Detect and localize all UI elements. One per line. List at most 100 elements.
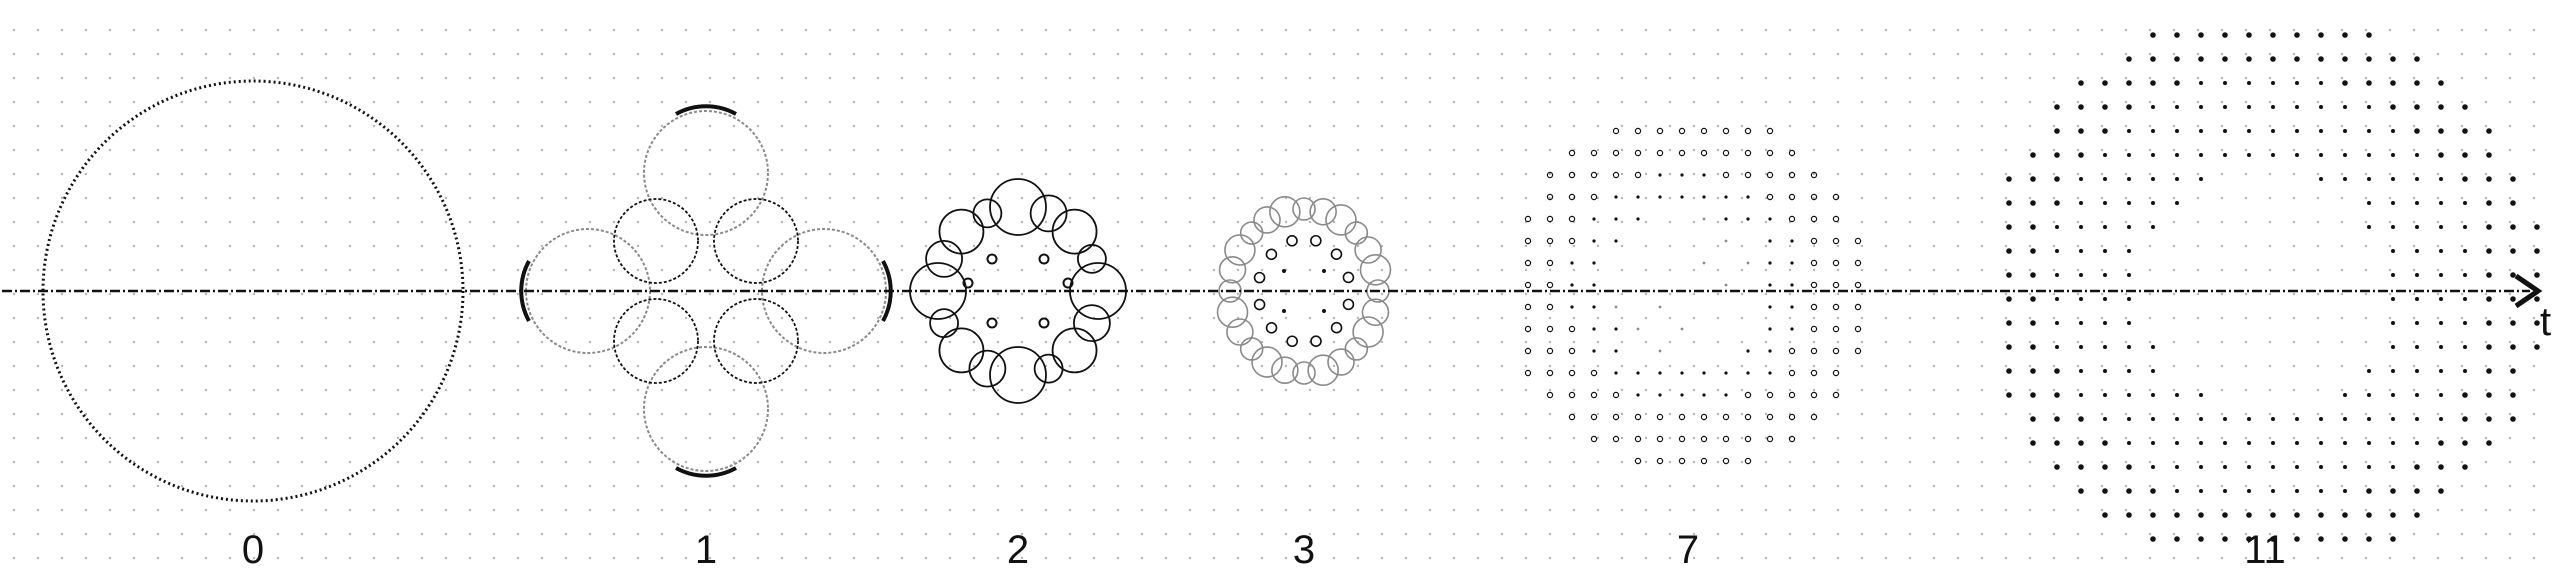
lattice-dot (2391, 273, 2395, 277)
grid-dot (2196, 460, 2200, 464)
grid-dot (1596, 52, 1600, 56)
lattice-circle (1524, 215, 1532, 223)
lattice-dot (2078, 416, 2084, 422)
grid-dot (1884, 436, 1888, 440)
grid-dot (1356, 148, 1360, 152)
lattice-dot (1614, 349, 1618, 353)
grid-dot (1524, 532, 1528, 536)
grid-dot (852, 292, 856, 296)
arc-accent (675, 104, 737, 116)
grid-dot (732, 268, 736, 272)
lattice-circle (1832, 237, 1840, 245)
grid-dot (2388, 28, 2392, 32)
grid-dot (1332, 484, 1336, 488)
lattice-circle (1568, 171, 1576, 179)
grid-dot (2436, 316, 2440, 320)
grid-dot (2388, 508, 2392, 512)
grid-dot (2172, 316, 2176, 320)
grid-dot (1596, 412, 1600, 416)
grid-dot (1476, 172, 1480, 176)
grid-dot (204, 76, 208, 80)
grid-dot (1044, 484, 1048, 488)
grid-dot (492, 412, 496, 416)
grid-dot (1908, 340, 1912, 344)
grid-dot (2028, 76, 2032, 80)
grid-dot (468, 484, 472, 488)
grid-dot (1668, 196, 1672, 200)
grid-dot (636, 388, 640, 392)
grid-dot (2412, 100, 2416, 104)
grid-dot (444, 340, 448, 344)
grid-dot (1548, 508, 1552, 512)
grid-dot (2508, 76, 2512, 80)
lattice-dot (2439, 369, 2443, 373)
grid-dot (2148, 508, 2152, 512)
grid-dot (540, 388, 544, 392)
grid-dot (1860, 556, 1864, 560)
grid-dot (1500, 196, 1504, 200)
grid-dot (684, 124, 688, 128)
grid-dot (1164, 436, 1168, 440)
lattice-circle (1700, 435, 1708, 443)
grid-dot (1668, 388, 1672, 392)
lattice-circle (1788, 171, 1796, 179)
grid-dot (948, 388, 952, 392)
small-blob (1038, 253, 1050, 265)
grid-dot (1548, 124, 1552, 128)
grid-dot (1788, 532, 1792, 536)
grid-dot (1812, 292, 1816, 296)
grid-dot (372, 196, 376, 200)
grid-dot (2484, 484, 2488, 488)
grid-dot (588, 292, 592, 296)
grid-dot (492, 484, 496, 488)
grid-dot (2364, 388, 2368, 392)
grid-dot (1236, 364, 1240, 368)
grid-dot (1908, 532, 1912, 536)
grid-dot (540, 484, 544, 488)
grid-dot (1284, 556, 1288, 560)
grid-dot (1956, 364, 1960, 368)
grid-dot (1644, 364, 1648, 368)
grid-dot (804, 556, 808, 560)
lattice-dot (2102, 80, 2108, 86)
lattice-circle (1546, 325, 1554, 333)
lattice-dot (1636, 327, 1640, 331)
grid-dot (444, 100, 448, 104)
grid-dot (1932, 172, 1936, 176)
grid-dot (468, 340, 472, 344)
grid-dot (900, 556, 904, 560)
grid-dot (132, 244, 136, 248)
grid-dot (444, 172, 448, 176)
grid-dot (1740, 76, 1744, 80)
grid-dot (1236, 268, 1240, 272)
grid-dot (1524, 244, 1528, 248)
grid-dot (780, 460, 784, 464)
lattice-dot (1768, 217, 1772, 221)
grid-dot (564, 532, 568, 536)
lattice-circle (1634, 127, 1642, 135)
grid-dot (60, 412, 64, 416)
lattice-dot (2247, 489, 2251, 493)
grid-dot (2436, 340, 2440, 344)
grid-dot (2076, 292, 2080, 296)
lattice-dot (2463, 201, 2467, 205)
grid-dot (1644, 388, 1648, 392)
grid-dot (2100, 28, 2104, 32)
ring-circle (1073, 304, 1111, 343)
grid-dot (540, 172, 544, 176)
grid-dot (2148, 268, 2152, 272)
lattice-dot (2175, 153, 2179, 157)
grid-dot (1404, 508, 1408, 512)
grid-dot (2196, 244, 2200, 248)
grid-dot (1044, 76, 1048, 80)
grid-dot (612, 292, 616, 296)
lattice-circle (1832, 259, 1840, 267)
grid-dot (1068, 196, 1072, 200)
grid-dot (1596, 268, 1600, 272)
grid-dot (1212, 556, 1216, 560)
grid-dot (540, 100, 544, 104)
grid-dot (1164, 532, 1168, 536)
grid-dot (276, 28, 280, 32)
grid-dot (1500, 364, 1504, 368)
inner-lobe-circle (713, 298, 799, 384)
